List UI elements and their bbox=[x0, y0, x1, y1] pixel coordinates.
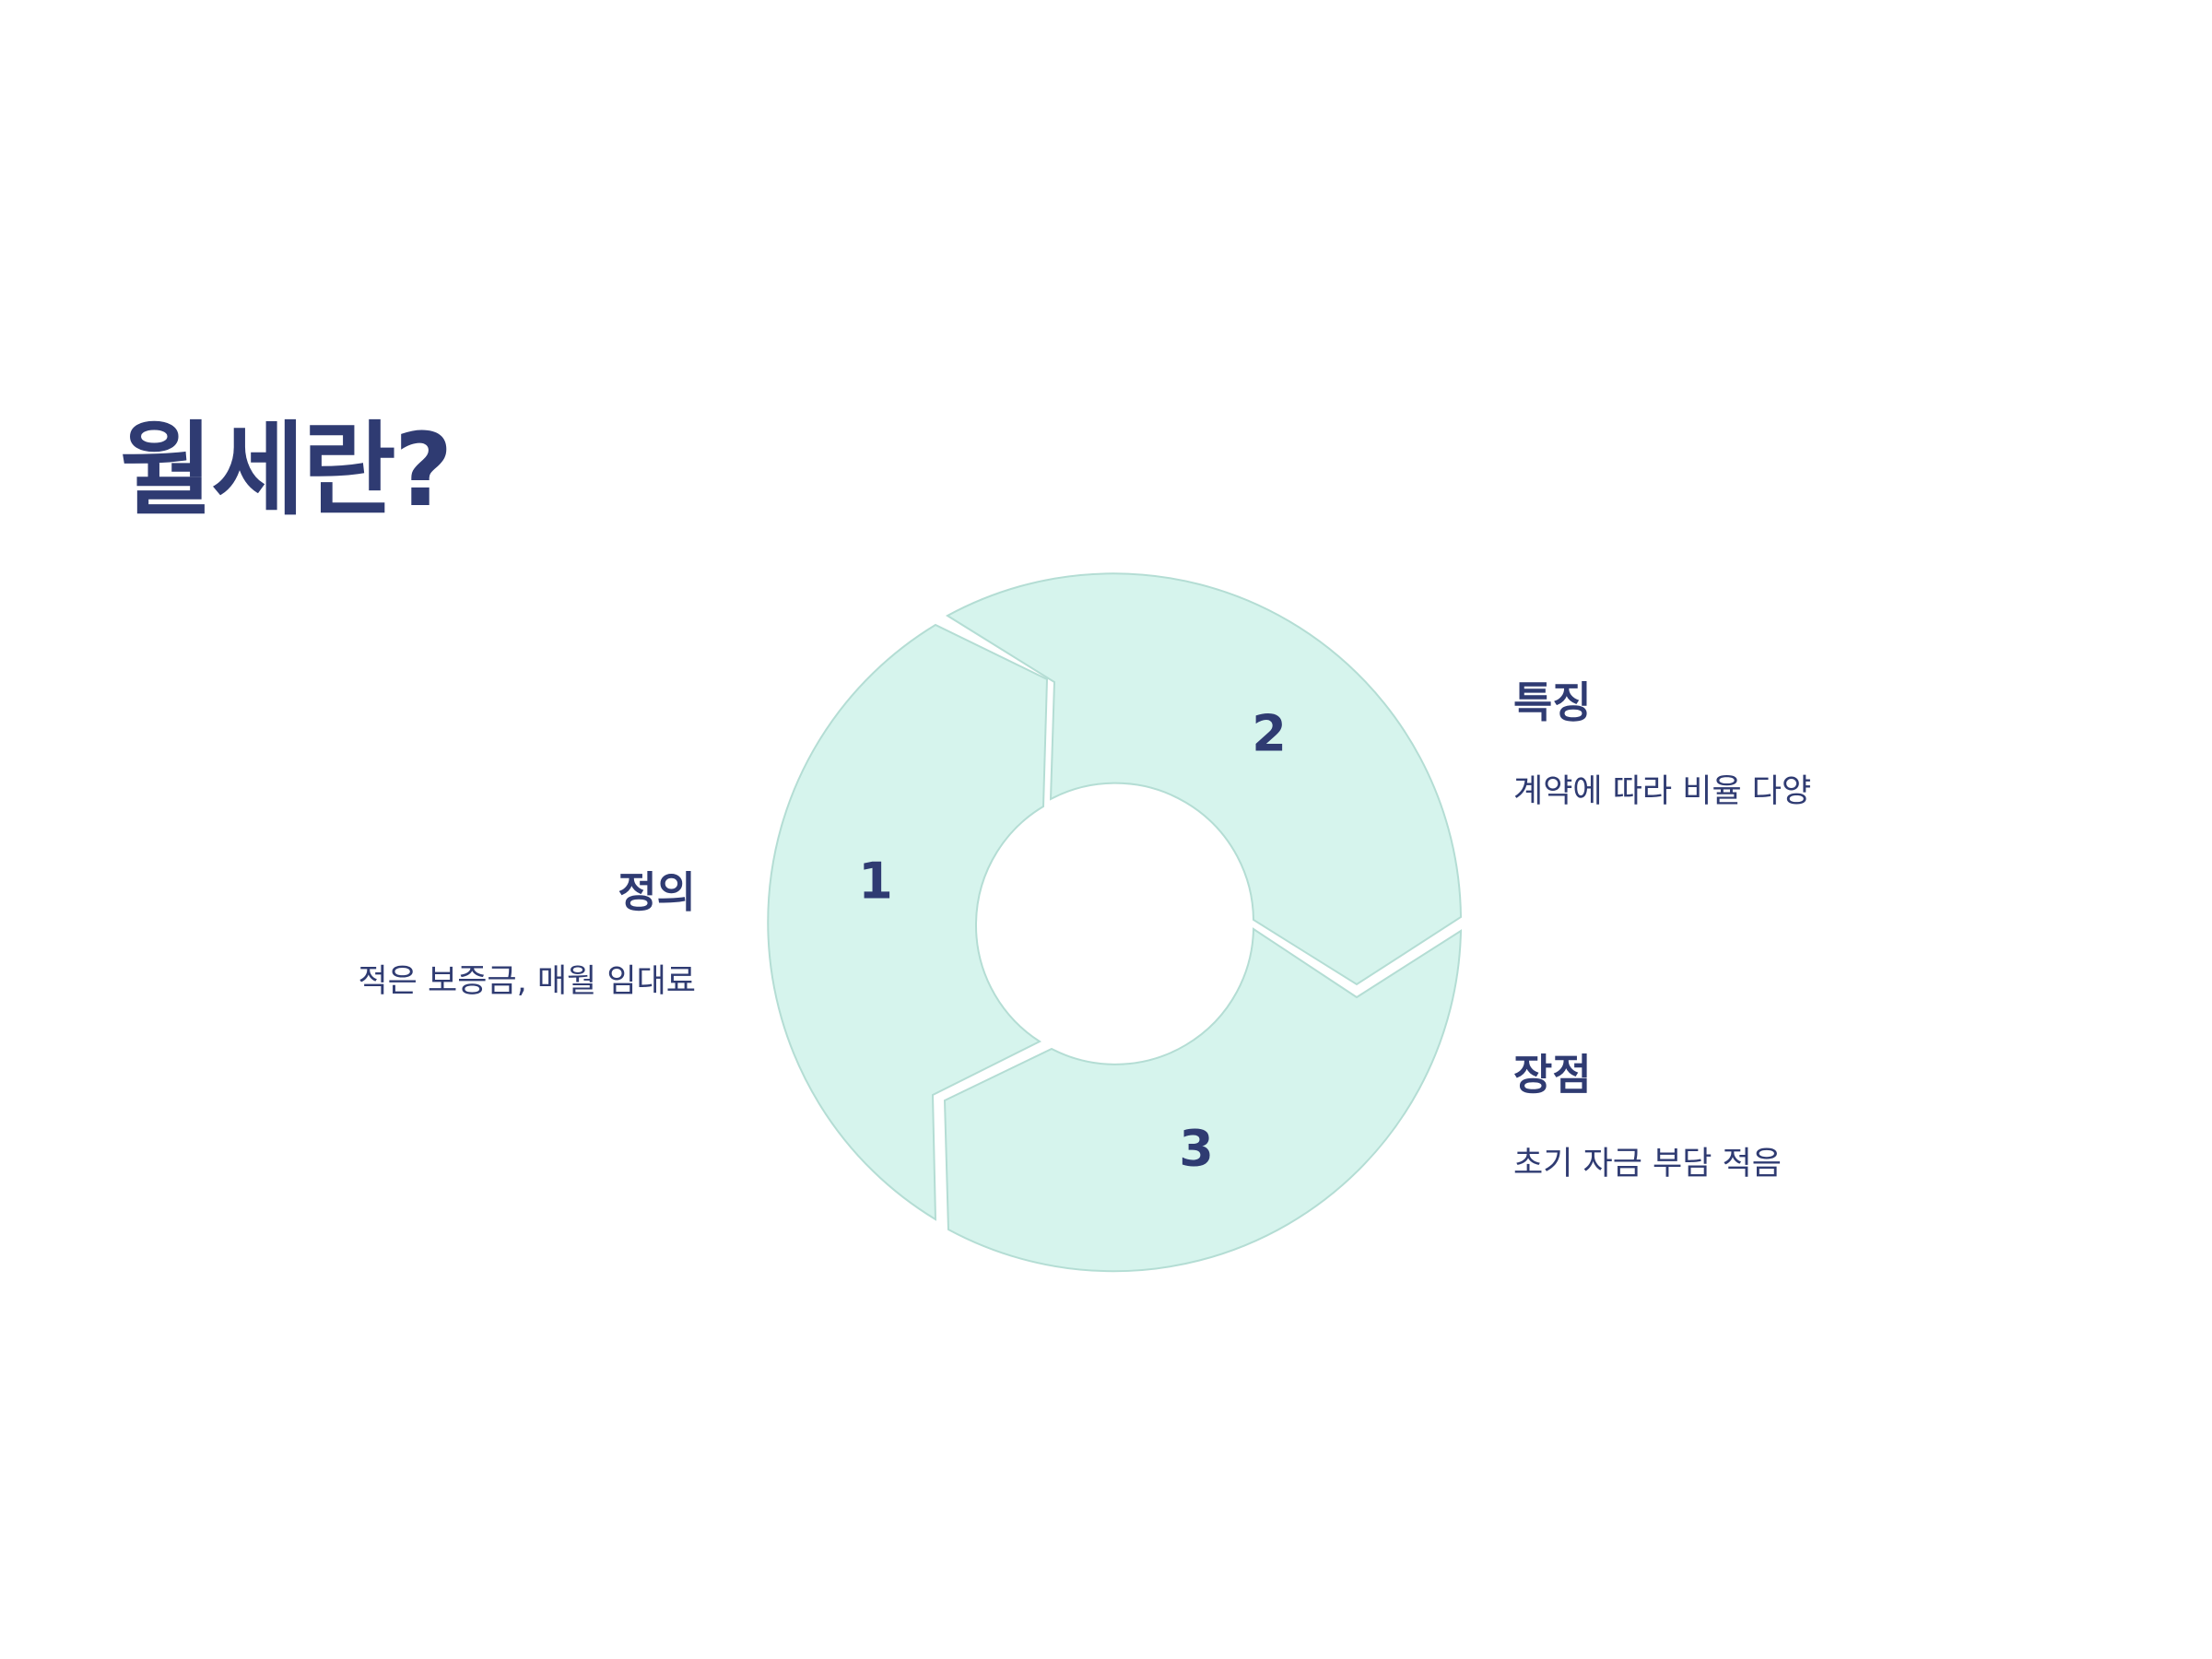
step-number-1: 1 bbox=[858, 853, 893, 911]
step-label-2: 특징 계약에 따라 비율 다양 bbox=[1513, 669, 1811, 812]
step-heading-3: 장점 bbox=[1513, 1050, 1592, 1100]
step-number-3: 3 bbox=[1179, 1120, 1214, 1178]
step-description-1: 적은 보증금, 매월 임대료 bbox=[358, 963, 696, 1000]
step-label-3: 장점 초기 자금 부담 적음 bbox=[1513, 1041, 1782, 1184]
step-heading-2: 특징 bbox=[1513, 677, 1592, 727]
cycle-segment-2 bbox=[946, 572, 1463, 986]
step-number-2: 2 bbox=[1252, 705, 1287, 763]
cycle-segment-1 bbox=[767, 623, 1049, 1221]
step-label-1: 정의 적은 보증금, 매월 임대료 bbox=[358, 859, 696, 1002]
step-description-3: 초기 자금 부담 적음 bbox=[1513, 1146, 1782, 1182]
step-description-2: 계약에 따라 비율 다양 bbox=[1513, 773, 1812, 810]
step-heading-1: 정의 bbox=[618, 867, 696, 917]
cycle-segment-3 bbox=[943, 927, 1463, 1273]
page-title: 월세란? bbox=[120, 411, 453, 529]
